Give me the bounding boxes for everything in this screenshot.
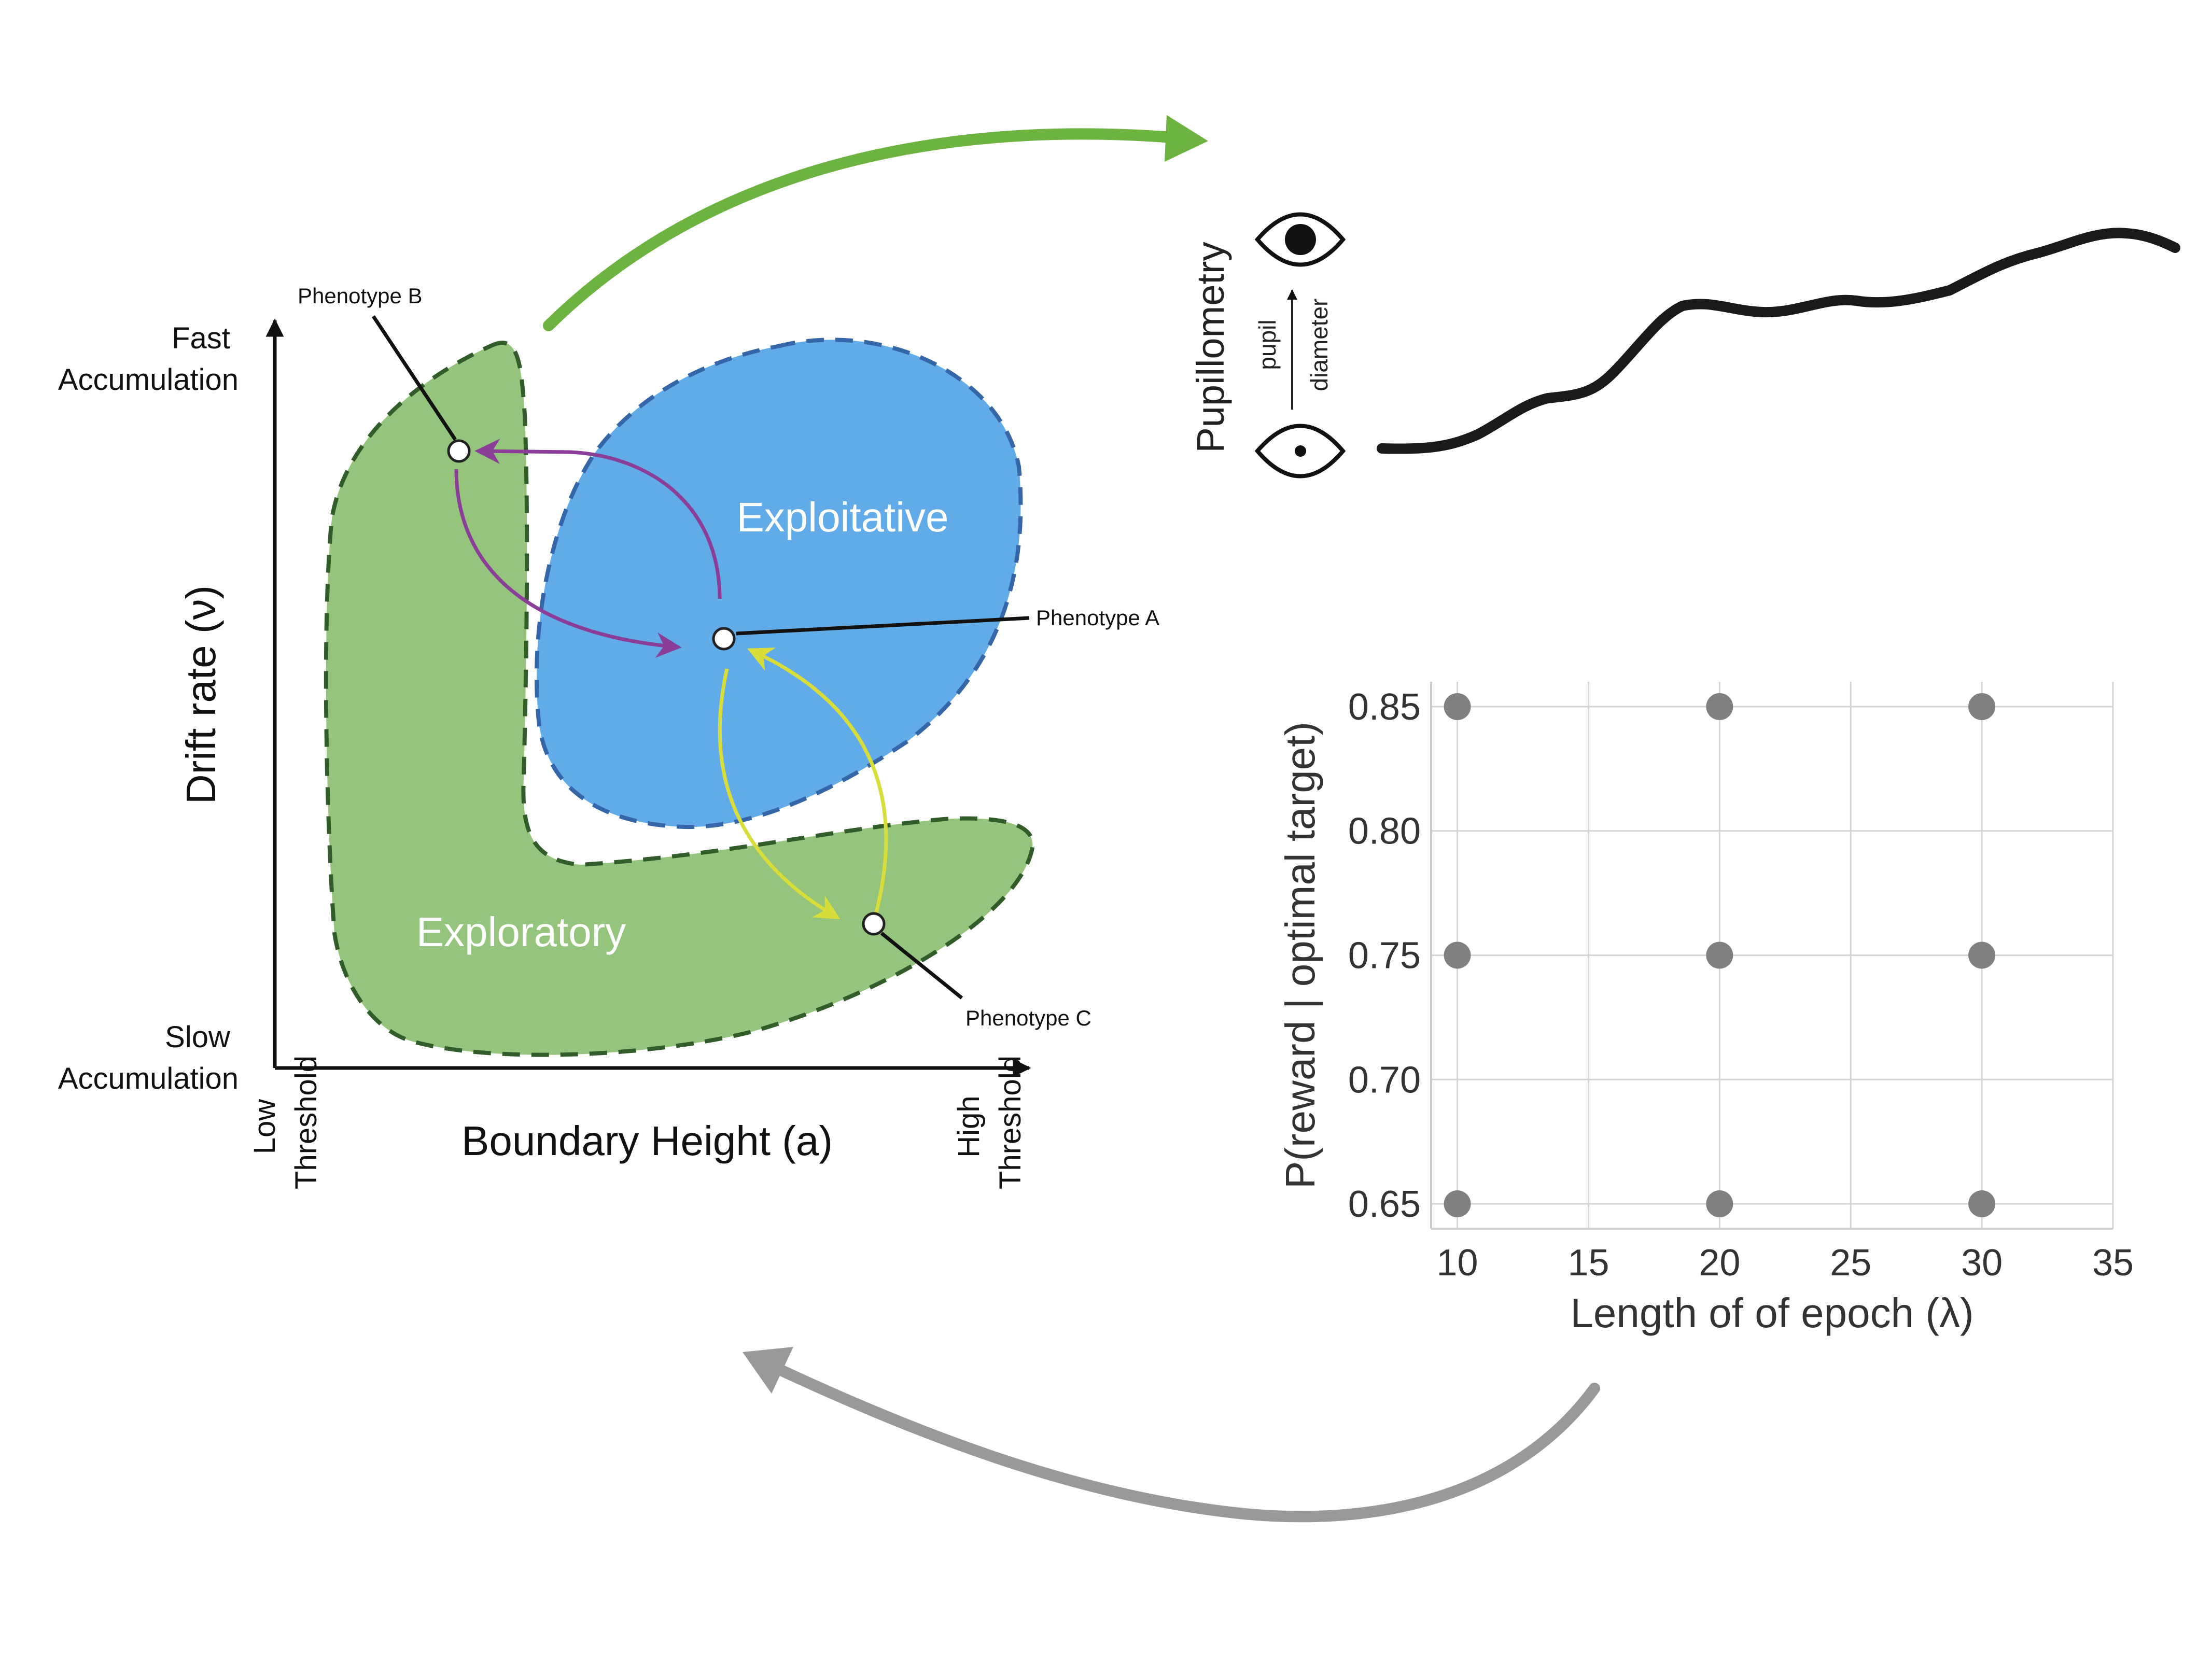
chart-x-ticks: 10 15 20 25 30 35 [1437,1242,2134,1284]
low-threshold-label: Low Threshold [248,1056,323,1189]
scatter-point-6 [1444,1190,1471,1218]
exploitative-label: Exploitative [736,494,948,540]
scatter-point-3 [1444,941,1471,969]
exploitative-region [534,338,1023,830]
phenotype-c-leader [880,932,963,1000]
scatter-point-5 [1968,941,1996,969]
phenotype-a-marker [712,627,736,651]
phenotype-c-label: Phenotype C [965,1006,1091,1030]
x-tick-label: 25 [1830,1242,1871,1284]
ddm-x-axis-title: Boundary Height (a) [461,1118,833,1164]
phenotype-a-leader [736,616,1030,636]
cycle-arrow-return [743,1347,1600,1523]
scatter-point-4 [1706,941,1733,969]
scatter-point-0 [1444,693,1471,720]
pupil-diameter-trace [1377,228,2180,454]
pupillometry-title: Pupillometry [1189,242,1232,453]
pupillometry-panel: Pupillometry pupil diameter [1189,212,2180,479]
y-tick-label: 0.70 [1348,1059,1421,1101]
y-tick-label: 0.80 [1348,811,1421,852]
pupil-label: pupil [1254,319,1281,370]
arrow-a-to-b [474,438,722,599]
ddm-y-axis-title: Drift rate (ν) [178,585,224,804]
y-tick-label: 0.85 [1348,686,1421,728]
chart-x-axis-label: Length of of epoch (λ) [1570,1290,1973,1336]
fast-accumulation-label: Fast Accumulation [58,321,239,397]
y-tick-label: 0.65 [1348,1184,1421,1225]
small-pupil-eye-icon [1254,424,1346,479]
slow-accumulation-label: Slow Accumulation [58,1020,239,1095]
ddm-diagram: Exploitative Exploratory Phenotype B Phe… [58,284,1159,1189]
phenotype-c-marker [862,912,886,936]
diameter-label: diameter [1306,299,1333,391]
chart-spines [1430,682,2113,1230]
reward-epoch-scatter-chart: 10 15 20 25 30 35 0.65 0.70 0.75 0.80 0.85 Length… [1277,682,2134,1336]
x-tick-label: 35 [2092,1242,2134,1284]
scatter-point-1 [1706,693,1733,720]
phenotype-b-marker [447,439,471,463]
arrow-a-to-c [718,668,841,919]
phenotype-b-label: Phenotype B [298,284,423,308]
chart-y-ticks: 0.65 0.70 0.75 0.80 0.85 [1348,686,1421,1225]
exploratory-label: Exploratory [416,909,626,955]
phenotype-b-leader [372,315,457,441]
exploratory-region [324,341,1035,1057]
scatter-point-8 [1968,1190,1996,1218]
x-tick-label: 15 [1567,1242,1609,1284]
cycle-arrow-forward [543,115,1208,331]
chart-grid [1431,682,2114,1229]
x-tick-label: 30 [1961,1242,2003,1284]
x-tick-label: 20 [1699,1242,1740,1284]
scatter-point-2 [1968,693,1996,720]
y-tick-label: 0.75 [1348,935,1421,977]
high-threshold-label: High Threshold [952,1056,1027,1189]
chart-points [1444,693,1996,1218]
x-tick-label: 10 [1437,1242,1478,1284]
arrow-b-to-a [454,469,682,658]
arrow-c-to-a [747,648,888,913]
phenotype-a-label: Phenotype A [1036,606,1159,630]
scatter-point-7 [1706,1190,1733,1218]
large-pupil-eye-icon [1254,212,1346,267]
chart-y-axis-label: P(reward | optimal target) [1277,722,1323,1189]
